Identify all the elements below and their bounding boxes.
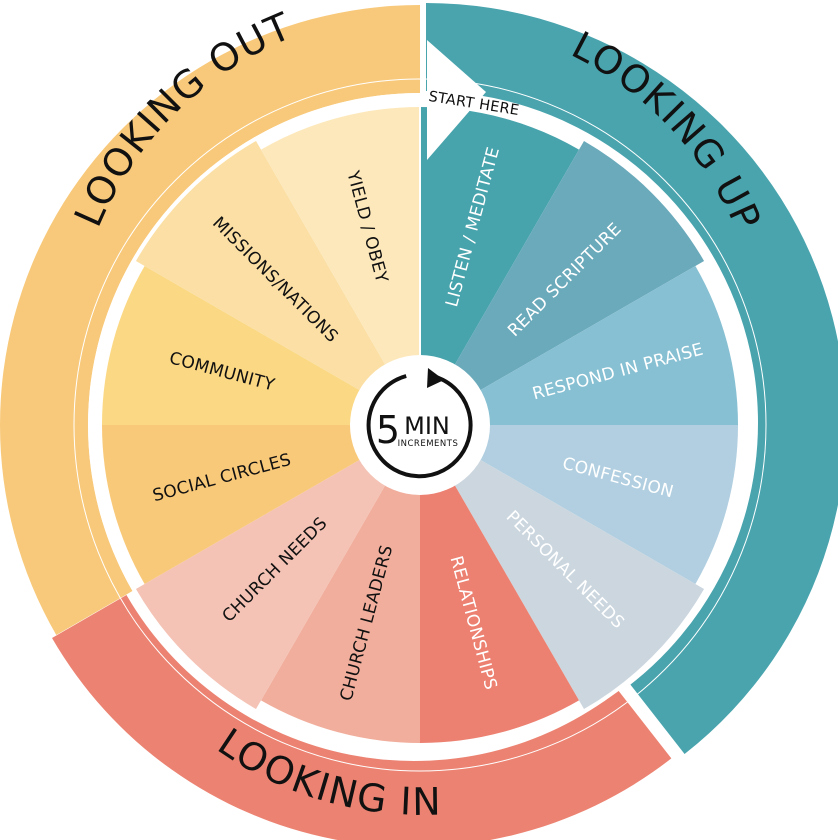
segment-wedge-confession — [471, 425, 738, 584]
segment-wedge-missions-nations — [135, 140, 390, 395]
segment-wedge-listen-meditate — [420, 107, 579, 374]
ring-divider — [73, 78, 767, 772]
segment-wedges — [102, 95, 738, 743]
looking-up-ring-band — [426, 3, 838, 754]
segment-wedge-personal-needs — [450, 455, 705, 710]
start-here-arrow-icon — [427, 40, 486, 160]
cycle-arrow-icon — [366, 374, 473, 479]
segment-wedge-church-leaders — [261, 476, 420, 743]
cycle-arrowhead-icon — [427, 368, 444, 388]
center-badge: 5 MIN INCREMENTS — [350, 355, 490, 495]
segment-wedge-social-circles — [102, 425, 369, 584]
looking-out-ring-band — [0, 5, 420, 635]
segment-wedge-read-scripture — [450, 140, 705, 395]
looking-in-ring-band — [52, 595, 672, 840]
segment-wedge-church-needs — [135, 455, 390, 710]
segment-wedge-community — [102, 266, 369, 425]
segment-wedge-relationships — [420, 476, 579, 743]
outer-ring — [0, 3, 838, 840]
badge-caption: INCREMENTS — [398, 439, 459, 449]
segment-wedge-yield-obey — [261, 107, 420, 374]
badge-number: 5 — [376, 408, 400, 452]
segment-wedge-respond-in-praise — [471, 266, 738, 425]
badge-unit: MIN — [404, 412, 450, 440]
